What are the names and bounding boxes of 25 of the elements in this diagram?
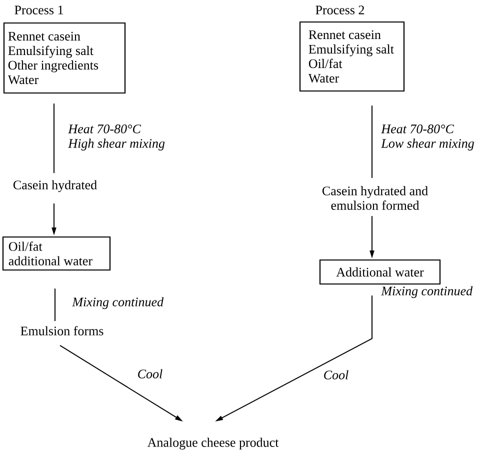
ingredients-box: Rennet casein Emulsifying salt Other ingredients Water: [3, 22, 126, 94]
edge-label: Mixing continued: [381, 286, 473, 298]
process-heading: Process 1: [14, 6, 63, 14]
process-heading: Process 2: [316, 6, 364, 14]
edge-label: Cool: [138, 369, 162, 378]
node-label: Rennet casein: [8, 32, 80, 41]
edge-label: Mixing continued: [72, 297, 164, 309]
node-label: Water: [308, 74, 340, 83]
node-label: Other ingredients: [8, 60, 98, 72]
node-label: Emulsifying salt: [308, 44, 394, 56]
node-label: Rennet casein: [308, 30, 381, 40]
stage-text: Emulsion forms: [20, 326, 104, 336]
edge-label: Heat 70-80°C High shear mixing: [68, 124, 165, 150]
ingredients-box: Oil/fat additional water: [2, 236, 111, 271]
ingredients-box: Additional water: [319, 259, 441, 285]
node-label: Emulsifying salt: [8, 46, 94, 58]
step-label: Cool: [324, 370, 348, 380]
ingredients-box: Rennet casein Emulsifying salt Oil/fat Water: [299, 21, 405, 92]
node-label: Water: [8, 75, 39, 84]
connector-line: [54, 288, 56, 322]
node-label: Oil/fat: [308, 58, 342, 68]
edge-label: Heat 70-80°C Low shear mixing: [381, 124, 474, 150]
stage-text: Casein hydrated and emulsion formed: [322, 186, 428, 210]
product-text: Analogue cheese product: [147, 438, 279, 450]
stage-text: Casein hydrated: [13, 180, 97, 192]
